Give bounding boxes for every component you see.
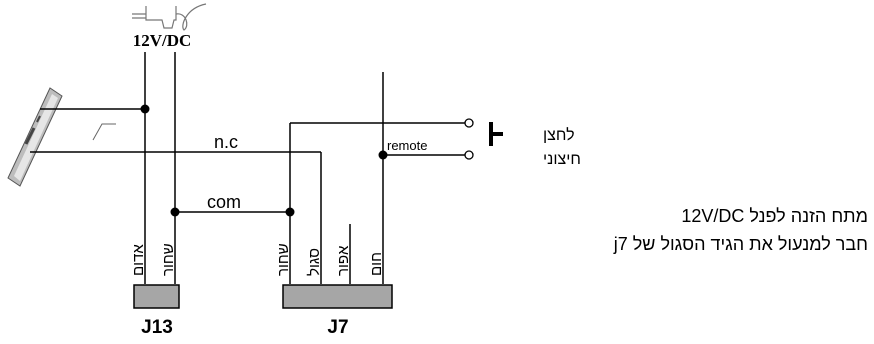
gray-wire-label: אפור <box>335 245 352 276</box>
power-note: מתח הזנה לפנל 12V/DC <box>681 206 868 226</box>
junctions <box>140 104 388 217</box>
wires <box>30 52 469 284</box>
remote-label: remote <box>387 138 427 153</box>
magnetic-lock-icon <box>7 87 116 187</box>
push-button-icon <box>489 122 503 146</box>
junction-dot <box>140 104 150 114</box>
black-wire-label: שחור <box>275 243 292 276</box>
junction-dot <box>170 207 180 217</box>
connector-j13 <box>133 284 180 309</box>
com-label: com <box>207 192 241 212</box>
junction-dot <box>285 207 295 217</box>
black-wire-label: שחור <box>160 243 177 276</box>
lock-note: חבר למנעול את הגיד הסגול של j7 <box>613 234 868 254</box>
power-label: 12V/DC <box>133 31 192 50</box>
connector-j7-label: J7 <box>327 317 348 338</box>
button-label-line1: לחצן <box>543 126 575 144</box>
connector-j7 <box>282 284 393 309</box>
brown-wire-label: חום <box>368 252 385 276</box>
terminal-circle <box>464 118 474 128</box>
red-wire-label: אדום <box>130 244 147 276</box>
terminal-circle <box>464 150 474 160</box>
button-label-line2: חיצוני <box>543 151 581 168</box>
nc-label: n.c <box>214 132 238 152</box>
purple-wire-label: סגול <box>306 248 323 276</box>
button-terminals <box>464 118 474 160</box>
junction-dot <box>378 150 388 160</box>
connector-j13-label: J13 <box>141 317 173 338</box>
power-adapter-icon <box>132 3 207 31</box>
